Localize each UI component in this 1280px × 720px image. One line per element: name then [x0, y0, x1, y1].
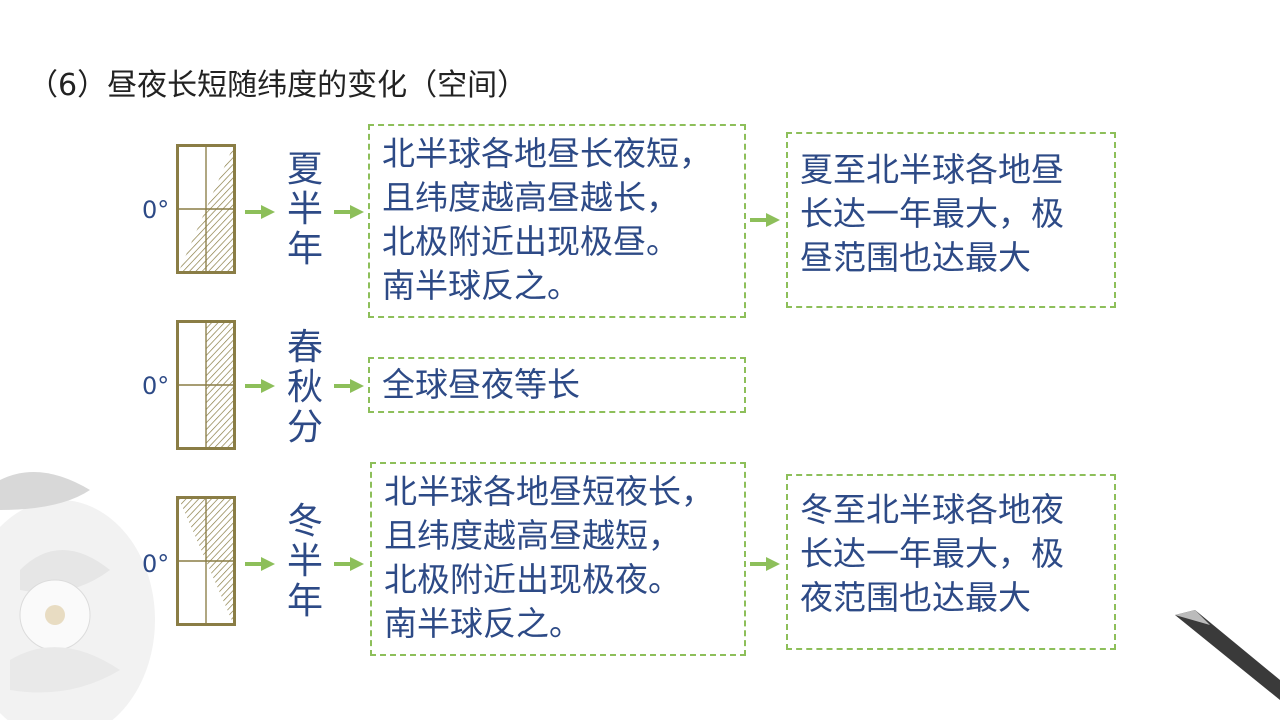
row2-arrow-to-description: [334, 379, 364, 393]
row1-arrow-to-extreme: [750, 213, 780, 227]
row2-description-box: 全球昼夜等长: [368, 357, 746, 413]
row3-season-label: 冬半年: [286, 501, 323, 622]
row3-arrow-to-description: [334, 557, 364, 571]
row1-arrow-to-description: [334, 205, 364, 219]
row1-globe-diagram: [176, 144, 236, 274]
row3-degree-label: 0°: [142, 550, 170, 578]
row1-arrow-to-season: [245, 205, 275, 219]
row3-arrow-to-extreme: [750, 557, 780, 571]
row1-extreme-box: 夏至北半球各地昼 长达一年最大，极 昼范围也达最大: [786, 132, 1116, 308]
row2-globe-diagram: [176, 320, 236, 450]
row3-extreme-box: 冬至北半球各地夜 长达一年最大，极 夜范围也达最大: [786, 474, 1116, 650]
row2-season-label: 春秋分: [286, 327, 323, 448]
slide-title: （6）昼夜长短随纬度的变化（空间）: [28, 68, 528, 103]
row2-degree-label: 0°: [142, 372, 170, 400]
row2-arrow-to-season: [245, 379, 275, 393]
row3-arrow-to-season: [245, 557, 275, 571]
lotus-flower-decoration: [0, 472, 155, 720]
row1-degree-label: 0°: [142, 196, 170, 224]
row1-description-box: 北半球各地昼长夜短， 且纬度越高昼越长， 北极附近出现极昼。 南半球反之。: [368, 124, 746, 318]
row1-season-label: 夏半年: [286, 149, 323, 270]
row3-globe-diagram: [176, 496, 236, 626]
row3-description-box: 北半球各地昼短夜长， 且纬度越高昼越短， 北极附近出现极夜。 南半球反之。: [370, 462, 746, 656]
brush-decoration: [1175, 610, 1280, 700]
